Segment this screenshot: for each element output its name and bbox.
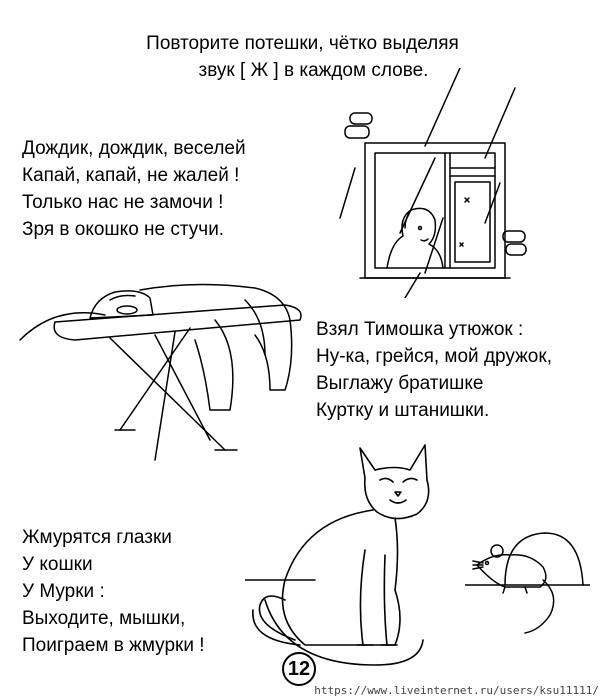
poem-line: Взял Тимошка утюжок :	[316, 319, 524, 340]
mouse-illustration	[465, 532, 590, 634]
poem-line: Куртку и штанишки.	[316, 400, 490, 421]
poem-line: Жмурятся глазки	[22, 527, 172, 548]
poem-line: У кошки	[22, 554, 93, 575]
poem-line: Капай, капай, не жалей !	[22, 165, 240, 186]
poem-line: У Мурки :	[22, 581, 105, 602]
poem-line: Только нас не замочи !	[22, 192, 224, 213]
cat-illustration	[245, 444, 430, 666]
poem-line: Зря в окошко не стучи.	[22, 219, 225, 240]
poem-cat: Жмурятся глазки У кошки У Мурки : Выходи…	[22, 524, 205, 659]
instruction-line-2: звук [ Ж ] в каждом слове.	[198, 60, 429, 81]
poem-line: Поиграем в жмурки !	[22, 635, 205, 656]
poem-line: Выглажу братишке	[316, 373, 484, 394]
window-rain-illustration	[339, 68, 527, 298]
watermark: https://www.liveinternet.ru/users/ksu111…	[314, 684, 599, 697]
poem-line: Дождик, дождик, веселей	[22, 138, 246, 159]
ironing-board-illustration	[19, 283, 302, 461]
page-number: 12	[282, 652, 316, 686]
poem-rain: Дождик, дождик, веселей Капай, капай, не…	[22, 135, 246, 243]
poem-line: Ну-ка, грейся, мой дружок,	[316, 346, 552, 367]
instruction-heading: Повторите потешки, чётко выделяя звук [ …	[0, 30, 605, 84]
poem-line: Выходите, мышки,	[22, 608, 186, 629]
poem-iron: Взял Тимошка утюжок : Ну-ка, грейся, мой…	[316, 316, 552, 424]
instruction-line-1: Повторите потешки, чётко выделяя	[146, 33, 459, 54]
